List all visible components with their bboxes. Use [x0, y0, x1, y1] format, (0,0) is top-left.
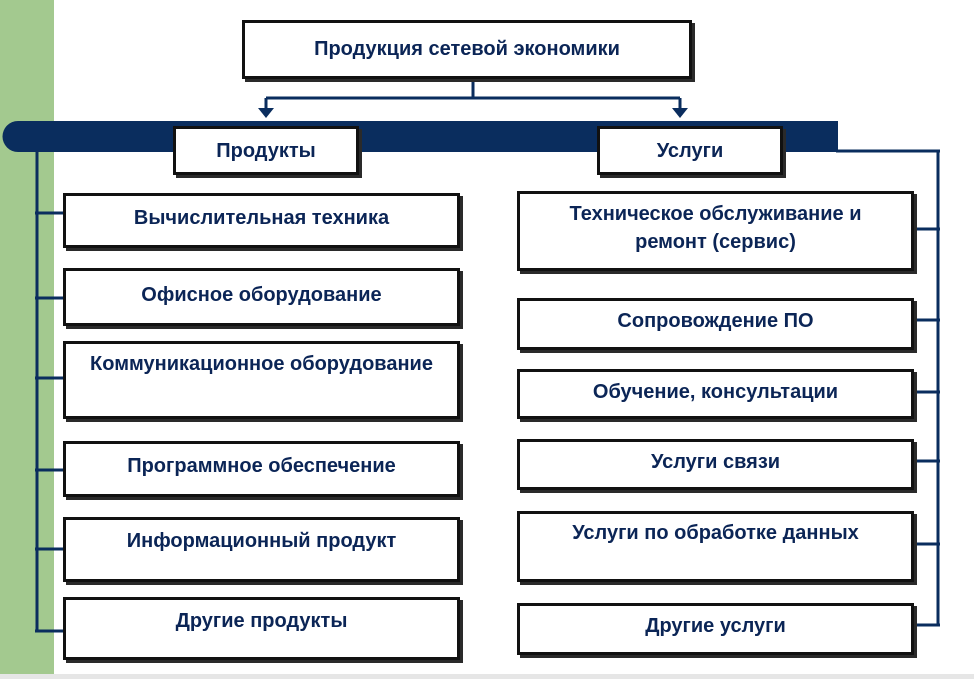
- products-item-label: Программное обеспечение: [127, 455, 396, 477]
- services-item-box: Сопровождение ПО: [517, 298, 914, 350]
- services-item-box: Техническое обслуживание и ремонт (серви…: [517, 191, 914, 271]
- services-item-box: Обучение, консультации: [517, 369, 914, 419]
- services-item-box: Другие услуги: [517, 603, 914, 655]
- products-item-label: Коммуникационное оборудование: [90, 353, 433, 375]
- services-header-box: Услуги: [597, 126, 783, 175]
- products-header-box: Продукты: [173, 126, 359, 175]
- products-item-label: Информационный продукт: [126, 530, 397, 552]
- root-box: Продукция сетевой экономики: [242, 20, 692, 79]
- products-item-label: Офисное оборудование: [141, 284, 382, 306]
- root-label: Продукция сетевой экономики: [314, 38, 620, 60]
- products-item-box: Офисное оборудование: [63, 268, 460, 326]
- products-item-label: Другие продукты: [175, 610, 348, 632]
- services-item-label: Техническое обслуживание и ремонт (серви…: [569, 203, 862, 253]
- services-item-label: Сопровождение ПО: [617, 310, 814, 332]
- products-item-box: Другие продукты: [63, 597, 460, 660]
- services-item-box: Услуги связи: [517, 439, 914, 490]
- services-item-label: Услуги связи: [650, 451, 781, 473]
- services-item-label: Услуги по обработке данных: [572, 522, 859, 544]
- services-item-label: Обучение, консультации: [592, 381, 839, 403]
- green-accent-band: [0, 0, 54, 679]
- products-item-label: Вычислительная техника: [133, 207, 390, 229]
- arrow-head-left: [258, 108, 274, 118]
- products-item-box: Программное обеспечение: [63, 441, 460, 497]
- products-item-box: Вычислительная техника: [63, 193, 460, 248]
- products-item-box: Информационный продукт: [63, 517, 460, 582]
- products-header-label: Продукты: [216, 139, 316, 162]
- services-item-box: Услуги по обработке данных: [517, 511, 914, 582]
- products-item-box: Коммуникационное оборудование: [63, 341, 460, 419]
- services-header-label: Услуги: [656, 139, 724, 162]
- services-item-label: Другие услуги: [645, 615, 786, 637]
- bottom-rule: [0, 674, 974, 679]
- arrow-head-right: [672, 108, 688, 118]
